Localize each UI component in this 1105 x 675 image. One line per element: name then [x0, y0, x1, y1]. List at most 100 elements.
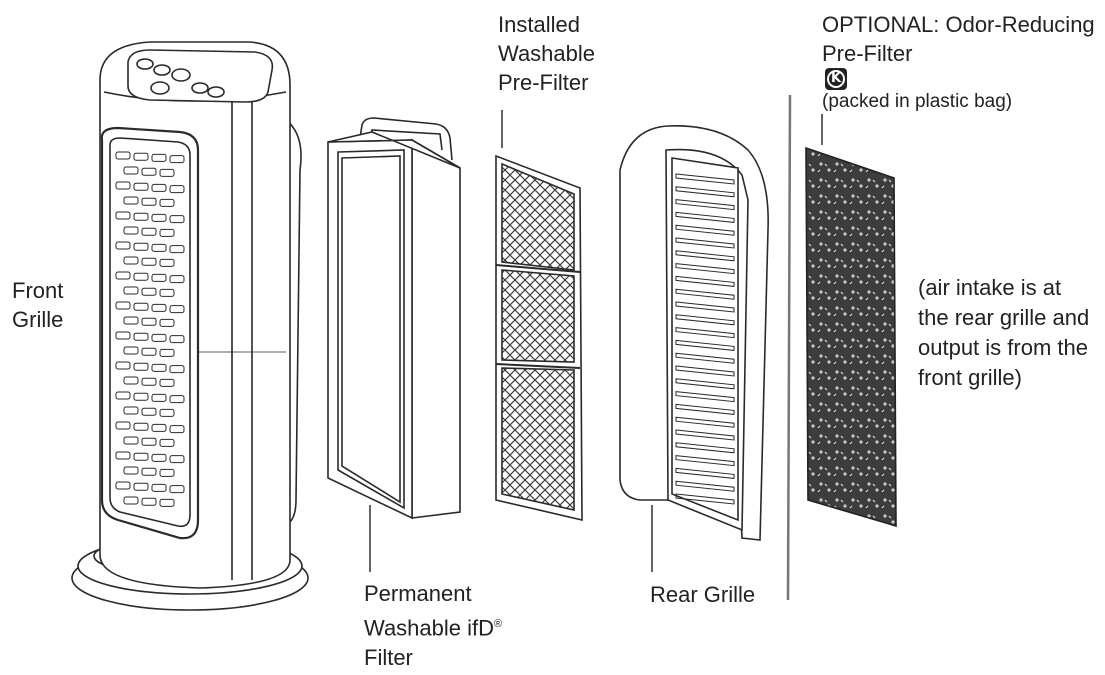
front-grille-slot: [141, 467, 157, 476]
airflow-note-line2: the rear grille and: [918, 305, 1090, 330]
k-badge-icon: K: [825, 68, 847, 90]
permanent-filter-line2: Washable ifD®: [364, 609, 502, 643]
front-grille-slot: [115, 331, 131, 340]
front-grille-slot: [151, 393, 167, 402]
registered-mark: ®: [494, 618, 503, 630]
front-grille-slot: [159, 498, 175, 507]
permanent-filter-line1: Permanent: [364, 581, 472, 606]
front-grille-slot: [133, 362, 149, 371]
front-grille-slot: [115, 481, 131, 490]
front-grille-slats: [115, 151, 185, 507]
front-grille-slot: [159, 258, 175, 267]
front-grille-slot: [133, 212, 149, 221]
rear-grille-slat: [675, 237, 735, 249]
rear-grille-slat: [675, 288, 735, 300]
airflow-note-line4: front grille): [918, 365, 1022, 390]
front-grille-slot: [115, 301, 131, 310]
control-buttons: [136, 58, 225, 98]
front-grille-slot: [151, 423, 167, 432]
front-grille-slot: [123, 256, 139, 265]
front-grille-slot: [123, 226, 139, 235]
front-grille-slot: [169, 185, 185, 194]
front-grille-slot: [141, 377, 157, 386]
leader-lines: [369, 110, 823, 572]
rear-grille-slat: [675, 429, 735, 441]
front-grille-slot: [159, 288, 175, 297]
front-grille-slot: [115, 361, 131, 370]
rear-grille-slat: [675, 275, 735, 287]
front-grille-slot: [123, 376, 139, 385]
permanent-filter-label: Permanent Washable ifD® Filter: [364, 579, 502, 673]
rear-grille-slat: [675, 327, 735, 339]
rear-grille-slat: [675, 173, 735, 185]
k-badge-letter: K: [830, 71, 842, 86]
rear-grille-slat: [675, 467, 735, 479]
purifier-tower: [71, 41, 309, 611]
rear-grille-slat: [675, 186, 735, 198]
rear-grille-slat: [675, 378, 735, 390]
front-grille-slot: [141, 407, 157, 416]
front-grille-slot: [141, 317, 157, 326]
installed-prefilter-line3: Pre-Filter: [498, 70, 589, 95]
front-grille-slot: [123, 166, 139, 175]
front-grille-slot: [133, 422, 149, 431]
rear-grille-slat: [675, 301, 735, 313]
optional-title: OPTIONAL: Odor-Reducing: [822, 12, 1095, 37]
front-grille-slot: [169, 335, 185, 344]
front-grille-slot: [141, 347, 157, 356]
front-grille-slot: [151, 153, 167, 162]
optional-subtitle: Pre-Filter: [822, 41, 913, 66]
front-grille-slot: [159, 228, 175, 237]
rear-grille-slat: [675, 224, 735, 236]
rear-grille-slat: [675, 352, 735, 364]
front-grille-slot: [115, 181, 131, 190]
airflow-note-line1: (air intake is at: [918, 275, 1062, 300]
front-grille-slot: [151, 363, 167, 372]
permanent-filter: [327, 117, 461, 520]
rear-grille-slat: [675, 263, 735, 275]
rear-grille-slat: [675, 403, 735, 415]
front-grille-slot: [151, 303, 167, 312]
installed-prefilter-label: Installed Washable Pre-Filter: [498, 10, 595, 97]
airflow-note-line3: output is from the: [918, 335, 1088, 360]
front-grille-slot: [133, 242, 149, 251]
washable-prefilter: [495, 154, 583, 522]
front-grille-slot: [141, 257, 157, 266]
front-grille-slot: [141, 437, 157, 446]
front-grille-slot: [151, 183, 167, 192]
rear-grille-label: Rear Grille: [650, 582, 756, 607]
front-grille-slot: [159, 378, 175, 387]
front-grille-slot: [141, 497, 157, 506]
front-grille-slot: [123, 436, 139, 445]
rear-grille-slat: [675, 365, 735, 377]
front-grille-slot: [159, 438, 175, 447]
front-grille-slot: [123, 196, 139, 205]
front-grille-slot: [133, 452, 149, 461]
front-grille-slot: [133, 332, 149, 341]
front-grille-slot: [169, 455, 185, 464]
front-grille-slot: [169, 305, 185, 314]
front-grille-slot: [133, 272, 149, 281]
front-grille-slot: [169, 275, 185, 284]
front-grille-label-line2: Grille: [12, 307, 64, 332]
rear-grille-slat: [675, 199, 735, 211]
front-grille-slot: [133, 392, 149, 401]
front-grille-slot: [159, 198, 175, 207]
rear-grille-slats: [675, 173, 735, 505]
rear-grille-slat: [675, 480, 735, 492]
front-grille-slot: [123, 286, 139, 295]
front-grille-slot: [159, 408, 175, 417]
odor-prefilter: [805, 146, 897, 528]
front-grille-slot: [115, 151, 131, 160]
optional-note: (packed in plastic bag): [822, 91, 1013, 112]
front-grille-slot: [159, 468, 175, 477]
rear-grille-slat: [675, 416, 735, 428]
front-grille-slot: [141, 197, 157, 206]
front-grille-slot: [151, 333, 167, 342]
front-grille-slot: [169, 245, 185, 254]
front-grille-slot: [169, 425, 185, 434]
front-grille-slot: [115, 271, 131, 280]
front-grille-slot: [133, 182, 149, 191]
front-grille-label: Front Grille: [12, 276, 63, 334]
